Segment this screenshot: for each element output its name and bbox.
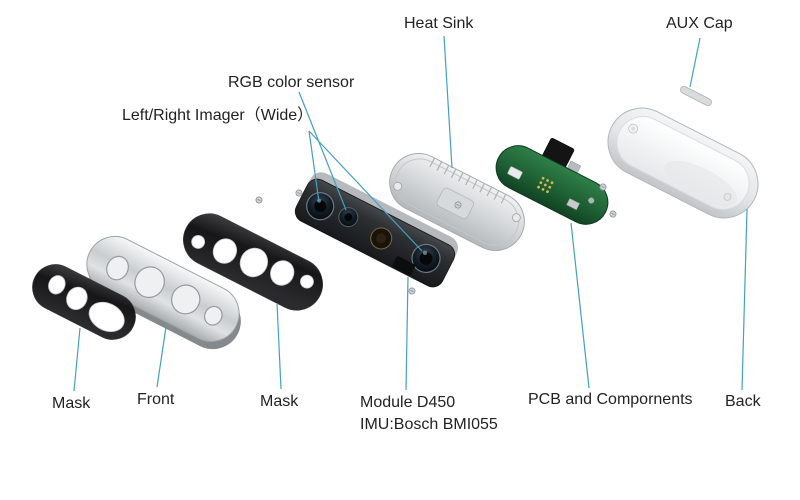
leader-pcb: [570, 222, 590, 389]
screw-icon: [609, 210, 617, 218]
projector-lens: [370, 227, 393, 250]
pcb-connector: [507, 166, 523, 180]
back-shell: [607, 107, 759, 219]
leader-module: [405, 276, 409, 391]
heat-sink-screw-hole: [511, 213, 521, 223]
screw-icon: [454, 201, 462, 209]
leader-heat-sink: [443, 35, 453, 169]
aux-cap-part: [680, 85, 712, 107]
screw-icon: [295, 189, 303, 197]
leader-lines: [73, 35, 748, 392]
leader-front: [156, 326, 167, 388]
mask-inner-holes: [191, 235, 314, 289]
left-imager-lens: [306, 192, 335, 221]
label-lr-imager: Left/Right Imager（Wide）: [122, 107, 314, 124]
label-mask-left: Mask: [52, 395, 91, 412]
pcb-component: [566, 198, 580, 211]
leader-mask-left: [73, 327, 81, 392]
back-port-hole: [628, 123, 639, 134]
heat-sink-screw-hole: [393, 181, 403, 191]
leader-mask-right: [276, 302, 282, 390]
leader-right-imager: [308, 130, 423, 252]
module-imu-block: [392, 256, 416, 276]
label-module-name: Module D450: [360, 394, 456, 411]
mask-outer-holes: [48, 275, 125, 333]
pcb-part: [495, 138, 609, 225]
front-cover-part: [86, 235, 241, 350]
screw-icon: [599, 183, 607, 191]
module-d450-part: [294, 172, 458, 288]
pcb-component-round: [588, 197, 595, 204]
mask-inner-part: [183, 213, 323, 311]
front-holes: [106, 255, 223, 326]
leader-rgb-sensor: [298, 91, 347, 211]
pcb-gold-pads: [537, 176, 554, 194]
back-screw-boss: [723, 192, 732, 201]
label-aux-cap: AUX Cap: [666, 15, 733, 32]
back-inner-shading: [664, 160, 738, 206]
right-imager-lens: [411, 243, 441, 274]
pcb-board: [495, 145, 609, 225]
heat-sink-fins: [429, 158, 507, 204]
label-module-imu: IMU:Bosch BMI055: [360, 416, 498, 433]
label-heat-sink: Heat Sink: [404, 15, 474, 32]
screw-icon: [255, 196, 263, 204]
leader-back: [741, 208, 748, 391]
label-mask-right: Mask: [260, 393, 299, 410]
screws: [255, 183, 617, 295]
screw-icon: [408, 287, 416, 295]
leader-aux-cap: [689, 37, 701, 88]
label-back: Back: [725, 393, 761, 410]
label-rgb-sensor: RGB color sensor: [228, 74, 355, 91]
mask-outer-part: [32, 264, 136, 340]
label-module: Module D450 IMU:Bosch BMI055: [360, 392, 498, 436]
label-pcb: PCB and Compornents: [528, 391, 693, 408]
rgb-sensor-lens: [338, 207, 359, 228]
label-front: Front: [137, 391, 175, 408]
leader-left-imager: [308, 130, 320, 203]
